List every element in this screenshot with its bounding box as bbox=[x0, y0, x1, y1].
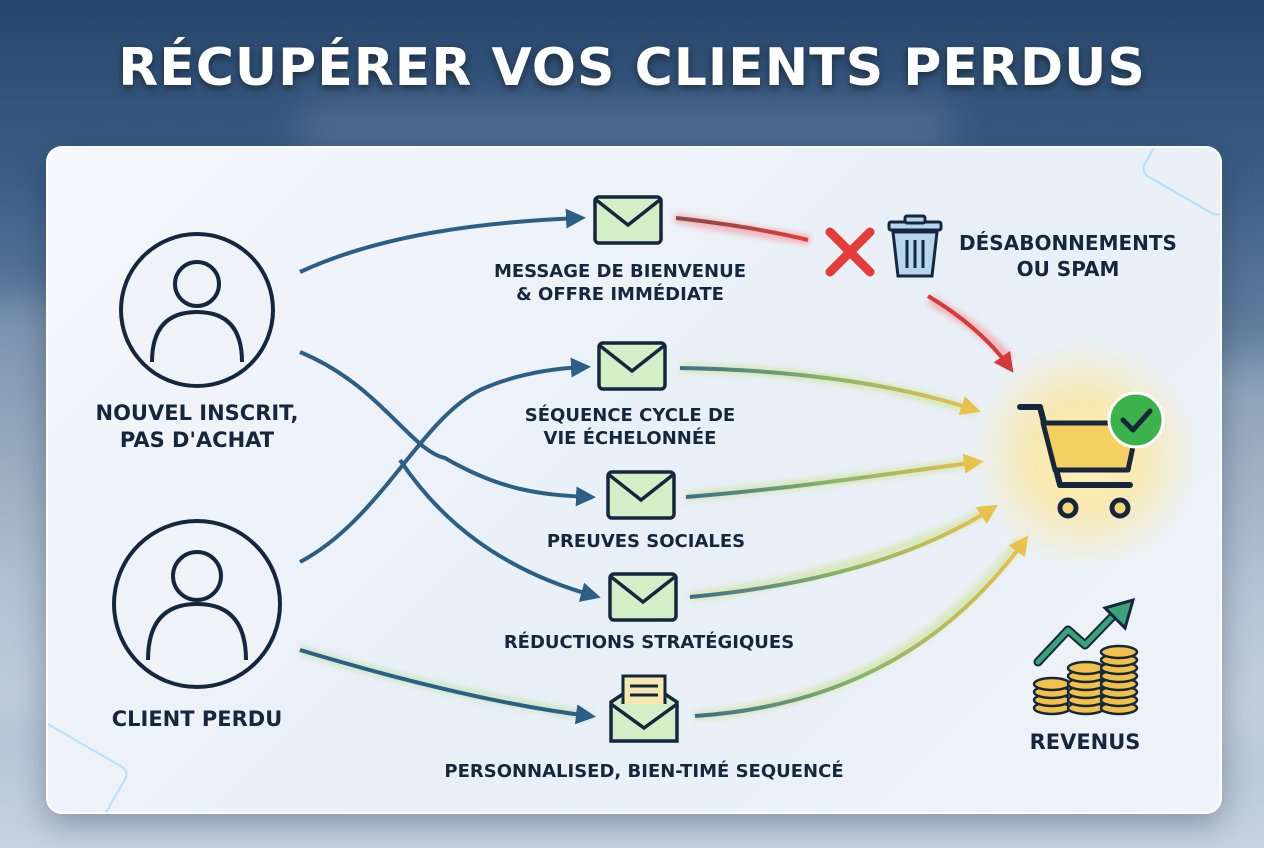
open-envelope-icon bbox=[609, 674, 679, 743]
arrow-welcome-to-unsubscribe bbox=[675, 216, 809, 242]
actor-label-line: CLIENT PERDU bbox=[111, 707, 283, 731]
outcome-label-line: DÉSABONNEMENTS bbox=[959, 231, 1177, 255]
actor-label-lost-client: CLIENT PERDU bbox=[72, 706, 322, 733]
step-label-personalised: PERSONNALISED, BIEN-TIMÉ SEQUENCÉ bbox=[414, 760, 874, 783]
actor-label-line: NOUVEL INSCRIT, bbox=[95, 401, 299, 425]
arrow-inscrit-to-social-proof bbox=[299, 350, 596, 507]
actor-label-line: PAS D'ACHAT bbox=[119, 428, 275, 453]
step-label-discounts: RÉDUCTIONS STRATÉGIQUES bbox=[469, 631, 829, 654]
step-label-line: RÉDUCTIONS STRATÉGIQUES bbox=[503, 632, 795, 653]
envelope-icon bbox=[597, 341, 667, 391]
envelope-icon bbox=[593, 195, 663, 245]
x-mark-icon bbox=[825, 227, 875, 277]
outcome-label-unsubscribe: DÉSABONNEMENTS OU SPAM bbox=[948, 230, 1188, 282]
trash-icon bbox=[887, 214, 943, 278]
arrow-personalised-to-cart bbox=[694, 535, 1029, 718]
envelope-icon bbox=[608, 572, 678, 622]
step-label-line: PERSONNALISED, BIEN-TIMÉ SEQUENCÉ bbox=[444, 761, 844, 782]
step-label-welcome: MESSAGE DE BIENVENUE & OFFRE IMMÉDIATE bbox=[460, 260, 780, 307]
arrow-unsubscribe-to-cart bbox=[926, 294, 1014, 373]
outcome-label-revenue: REVENUS bbox=[1000, 729, 1170, 756]
step-label-line: PREUVES SOCIALES bbox=[546, 531, 746, 552]
step-label-line: SÉQUENCE CYCLE DE bbox=[524, 405, 736, 426]
page-title: RÉCUPÉRER VOS CLIENTS PERDUS bbox=[118, 38, 1146, 98]
arrow-discounts-to-cart bbox=[689, 504, 999, 599]
shopping-cart-check-icon bbox=[1017, 391, 1165, 519]
arrow-perdu-to-personalised bbox=[299, 648, 596, 725]
coins-growth-icon bbox=[1032, 597, 1139, 716]
arrow-inscrit-to-discounts bbox=[398, 458, 601, 602]
step-label-social-proof: PREUVES SOCIALES bbox=[486, 530, 806, 553]
actor-label-new-subscriber: NOUVEL INSCRIT, PAS D'ACHAT bbox=[72, 400, 322, 455]
step-label-line: VIE ÉCHELONNÉE bbox=[543, 428, 717, 450]
step-label-line: & OFFRE IMMÉDIATE bbox=[516, 284, 724, 306]
user-icon bbox=[112, 519, 282, 689]
user-icon bbox=[119, 232, 275, 388]
arrow-perdu-to-lifecycle bbox=[299, 357, 591, 564]
step-label-lifecycle: SÉQUENCE CYCLE DE VIE ÉCHELONNÉE bbox=[470, 404, 790, 451]
outcome-label-line: OU SPAM bbox=[1016, 257, 1120, 281]
arrow-social-proof-to-cart bbox=[685, 453, 984, 499]
envelope-icon bbox=[606, 470, 676, 520]
step-label-line: MESSAGE DE BIENVENUE bbox=[493, 261, 747, 282]
arrow-inscrit-to-welcome bbox=[299, 208, 586, 274]
arrow-lifecycle-to-cart bbox=[679, 366, 981, 416]
outcome-label-line: REVENUS bbox=[1029, 730, 1141, 754]
